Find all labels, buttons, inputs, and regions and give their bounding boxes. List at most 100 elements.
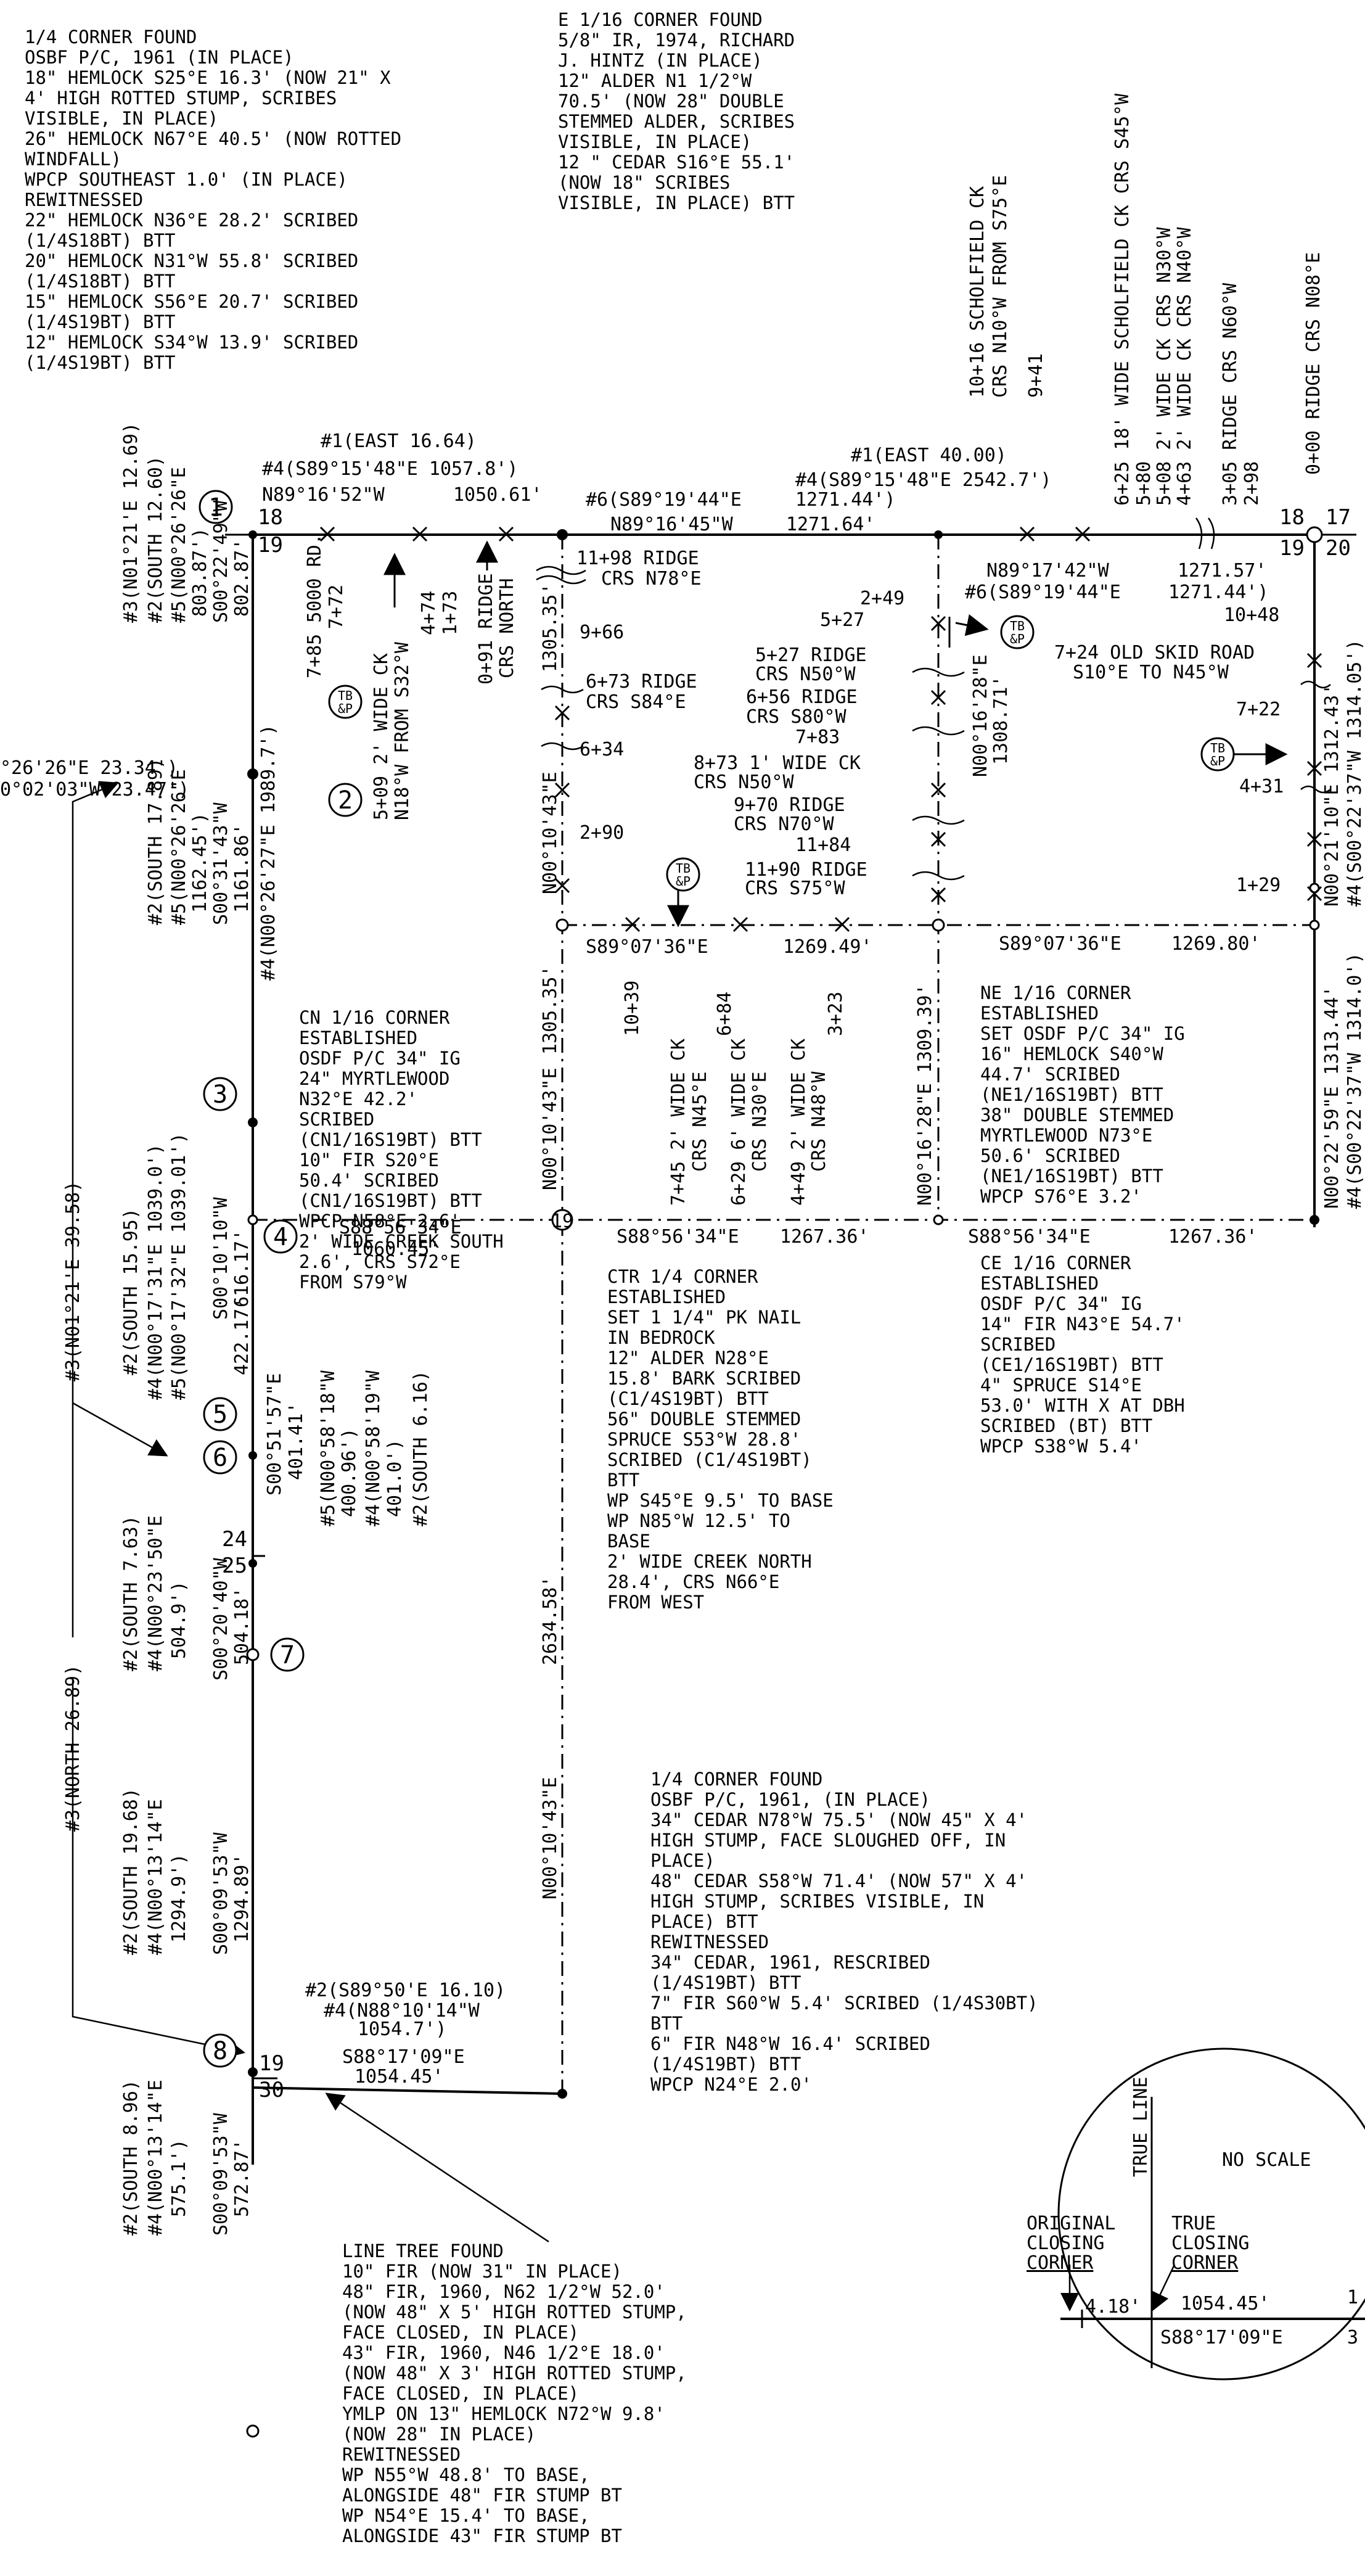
svg-text:CRS N45°E: CRS N45°E: [689, 1071, 711, 1172]
quarter-dist-m: 1267.36': [780, 1226, 869, 1248]
svg-text:7+22: 7+22: [1236, 699, 1281, 720]
svg-text:504.18': 504.18': [231, 1587, 253, 1665]
svg-text:2+90: 2+90: [580, 822, 624, 844]
svg-text:2+49: 2+49: [860, 588, 904, 609]
svg-text:N18°W FROM S32°W: N18°W FROM S32°W: [391, 641, 413, 820]
svg-text:#5(N00°58'18"W: #5(N00°58'18"W: [318, 1370, 339, 1526]
vertical-sec-left-calls: #2(SOUTH 17.89) #5(N00°26'26"E 1162.45')…: [145, 725, 279, 981]
svg-text:CRS N10°W FROM S75°E: CRS N10°W FROM S75°E: [990, 175, 1011, 398]
svg-text:6: 6: [213, 1444, 228, 1472]
creek-squiggles: [536, 517, 1331, 881]
north-dist-a: 1050.61': [453, 484, 543, 506]
svg-text:572.87': 572.87': [231, 2139, 253, 2217]
svg-text:#2(SOUTH 8.96): #2(SOUTH 8.96): [120, 2080, 142, 2236]
svg-text:802.87': 802.87': [231, 539, 253, 617]
vertical-center-line: 1305.35' N00°10'43"E 1305.35' N00°10'43"…: [539, 583, 561, 1900]
corner-south-end: [557, 2089, 567, 2099]
circled-3: 3: [203, 1077, 237, 1111]
svg-text:#3(NORTH 26.89): #3(NORTH 26.89): [62, 1665, 84, 1832]
corner-d: [248, 2067, 258, 2077]
circled-5: 5: [203, 1397, 237, 1431]
tbap-2: TB &P: [666, 857, 700, 892]
circled-8: 8: [203, 2033, 237, 2068]
svg-text:#2(SOUTH 17.89): #2(SOUTH 17.89): [145, 758, 166, 925]
quarter-line-labels: S88°56'34"E 1060.45' S88°56'34"E 1267.36…: [339, 1217, 1258, 1260]
corner-cn116: [248, 1117, 258, 1127]
corner-w-offset: [247, 768, 258, 780]
north-dist-b: 1271.44'): [795, 489, 896, 511]
svg-text:#4(N00°13'14"E: #4(N00°13'14"E: [145, 2080, 166, 2236]
corner-n-quarter: [557, 529, 568, 540]
tbap-text-bottom: &P: [676, 874, 691, 889]
center-mark-label: 19: [551, 1211, 573, 1232]
vertical-mid-short-calls: S00°51'57"E 401.41' #5(N00°58'18"W 400.9…: [264, 1370, 432, 1526]
vertical-road-creeks: 7+85 5000 RD. 7+72 5+09 2' WIDE CK N18°W…: [304, 533, 518, 820]
corner-a: [248, 1451, 257, 1460]
quarter-bearing-m: S88°56'34"E: [617, 1226, 739, 1248]
svg-text:7+83: 7+83: [795, 726, 840, 748]
svg-text:1+73: 1+73: [440, 591, 461, 635]
svg-text:8+73 1' WIDE CK: 8+73 1' WIDE CK: [694, 752, 861, 774]
sec-19-sw: 19: [259, 2051, 284, 2076]
svg-text:#2(SOUTH 6.16): #2(SOUTH 6.16): [410, 1370, 432, 1526]
vertical-top-creeks: 10+16 SCHOLFIELD CK CRS N10°W FROM S75°E…: [967, 93, 1324, 506]
svg-text:#4(S00°22'37"W 1314.0'): #4(S00°22'37"W 1314.0'): [1344, 953, 1365, 1209]
quarter-dist-w: 1060.45': [351, 1238, 441, 1260]
south-dist: 1054.45': [355, 2066, 444, 2088]
sec-17-ne: 17: [1326, 505, 1351, 530]
svg-text:5: 5: [213, 1401, 228, 1429]
svg-text:N00°16'28"E: N00°16'28"E: [970, 654, 991, 777]
tbap-text-top: TB: [1010, 619, 1025, 633]
svg-text:9+41: 9+41: [1025, 353, 1047, 398]
west-offset-a: °26'26"E 23.34'): [0, 757, 178, 779]
svg-text:2634.58': 2634.58': [539, 1576, 561, 1666]
tbap-text-top: TB: [1210, 741, 1225, 755]
sec-24: 24: [222, 1527, 247, 1552]
north-dist-b2: 1271.64': [786, 514, 875, 535]
corner-sixteenth-w: [555, 918, 569, 932]
svg-text:#5(N00°17'32"E 1039.01'): #5(N00°17'32"E 1039.01'): [168, 1133, 190, 1400]
svg-text:9+66: 9+66: [580, 622, 624, 643]
svg-text:#4(N00°23'50"E: #4(N00°23'50"E: [145, 1515, 166, 1671]
tbap-text-top: TB: [338, 688, 353, 703]
svg-text:S00°09'53"W: S00°09'53"W: [210, 2112, 232, 2236]
sec-19-ne: 19: [1279, 536, 1305, 561]
ridge-station-labels: 11+98 RIDGE CRS N78°E 9+66 6+73 RIDGE CR…: [576, 548, 1284, 899]
corner-b: [248, 1559, 257, 1568]
svg-text:#4(S00°22'37"W 1314.05'): #4(S00°22'37"W 1314.05'): [1344, 640, 1365, 907]
north-bearing-a: N89°16'52"W: [262, 484, 385, 506]
svg-text:S00°31'43"W: S00°31'43"W: [210, 802, 232, 925]
svg-text:#4(N00°17'31"E 1039.0'): #4(N00°17'31"E 1039.0'): [145, 1144, 166, 1400]
south-dist4: 1054.7'): [358, 2018, 447, 2040]
svg-text:N00°10'43"E: N00°10'43"E: [539, 1777, 561, 1899]
svg-text:#5(N00°26'26"E: #5(N00°26'26"E: [168, 769, 190, 925]
svg-text:1+29: 1+29: [1236, 874, 1281, 896]
south-call4: #4(N88°10'14"W: [324, 2000, 480, 2022]
circled-2: 2: [328, 783, 363, 817]
sixteenth-bearing-e: S89°07'36"E: [999, 933, 1121, 955]
svg-text:422.17': 422.17': [231, 1298, 253, 1375]
svg-text:616.17': 616.17': [231, 1230, 253, 1307]
svg-text:575.1'): 575.1'): [168, 2139, 190, 2217]
svg-text:N00°10'43"E: N00°10'43"E: [539, 1068, 561, 1190]
svg-text:4+63 2' WIDE CK CRS N40°W: 4+63 2' WIDE CK CRS N40°W: [1174, 227, 1195, 506]
svg-text:401.0'): 401.0'): [384, 1439, 406, 1517]
svg-text:11+84: 11+84: [795, 834, 851, 856]
svg-text:CRS S84°E: CRS S84°E: [586, 691, 686, 713]
inset-no-scale: NO SCALE: [1222, 2149, 1311, 2171]
svg-text:9+70 RIDGE: 9+70 RIDGE: [734, 794, 845, 816]
sixteenth-bearing-w: S89°07'36"E: [586, 936, 708, 958]
svg-text:S00°20'40"W: S00°20'40"W: [210, 1557, 232, 1681]
svg-text:S00°51'57"E: S00°51'57"E: [264, 1373, 285, 1496]
vertical-long-calls: #3(N01°21'E 39.58) #3(NORTH 26.89): [62, 1181, 84, 1832]
survey-linework: [72, 517, 1356, 2438]
